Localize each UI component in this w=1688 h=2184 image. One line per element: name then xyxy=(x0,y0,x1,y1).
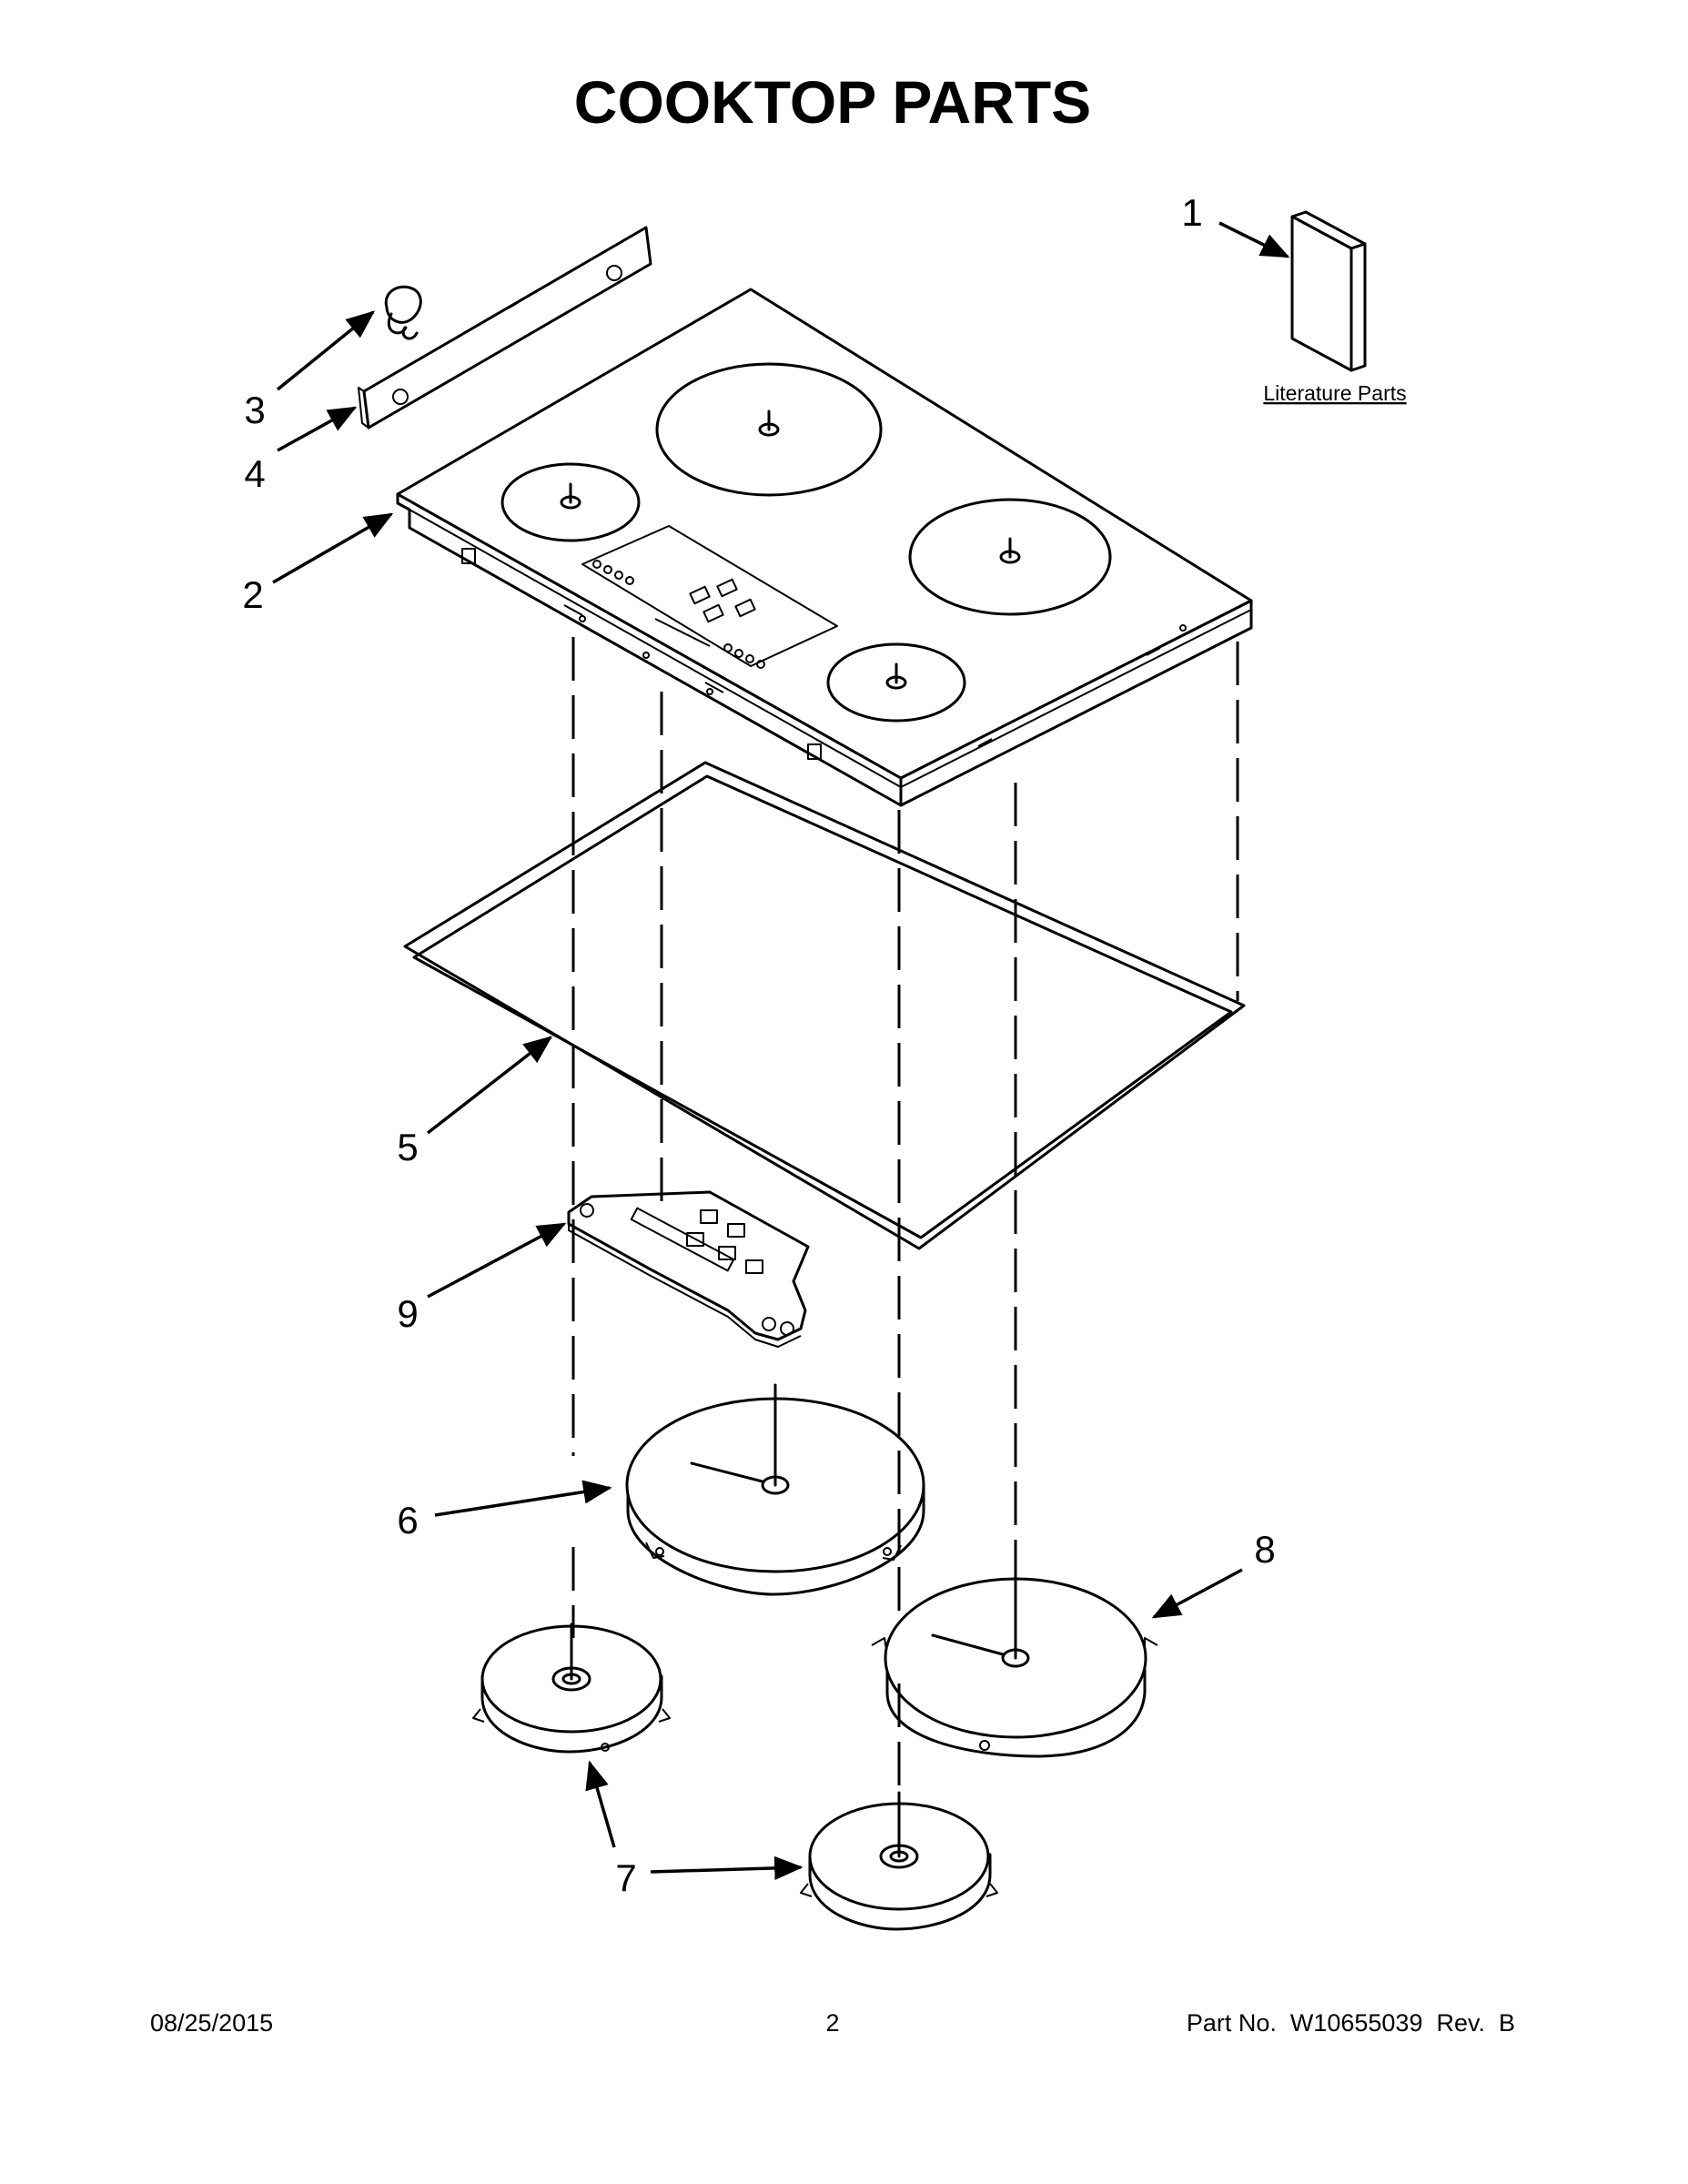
callout-3: 3 xyxy=(244,389,265,431)
footer-page-number: 2 xyxy=(825,2009,839,2037)
wire-clip xyxy=(384,285,422,340)
page-title: COOKTOP PARTS xyxy=(574,68,1091,136)
literature-parts-label: Literature Parts xyxy=(1263,381,1406,405)
small-element-bottom xyxy=(800,1791,998,1931)
cooktop-gasket xyxy=(403,761,1246,1250)
callout-7: 7 xyxy=(615,1856,636,1899)
large-element xyxy=(625,1383,925,1596)
control-board xyxy=(567,1190,810,1348)
callout-1: 1 xyxy=(1181,191,1202,234)
callout-arrows xyxy=(272,221,1290,1880)
footer-date: 08/25/2015 xyxy=(150,2009,273,2037)
literature-booklet xyxy=(1290,210,1367,372)
callout-4: 4 xyxy=(244,452,265,495)
callout-6: 6 xyxy=(397,1499,418,1542)
right-element xyxy=(871,1563,1158,1758)
callout-8: 8 xyxy=(1254,1528,1275,1571)
callout-9: 9 xyxy=(397,1292,418,1335)
mounting-bracket xyxy=(358,226,652,430)
small-element-left xyxy=(472,1623,671,1754)
cooktop-glass-top xyxy=(396,288,1253,807)
callout-5: 5 xyxy=(397,1126,418,1168)
callout-2: 2 xyxy=(242,573,263,616)
alignment-lines xyxy=(571,637,1239,1797)
footer-part-number: Part No. W10655039 Rev. B xyxy=(1187,2009,1515,2037)
